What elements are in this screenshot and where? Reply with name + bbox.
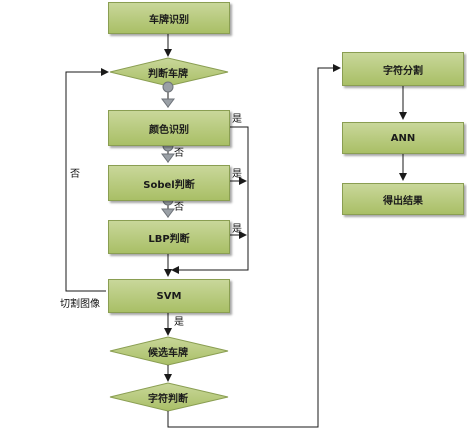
label-yes-svm: 是: [174, 317, 184, 328]
node-sobel-judge: Sobel判断: [108, 165, 230, 201]
connector-triangle: [161, 208, 175, 218]
diamond-char-judge: [109, 382, 229, 412]
node-candidate-plate: 候选车牌: [148, 347, 188, 359]
label-cut-image: 切割图像: [60, 299, 100, 310]
diamond-candidate-plate: [109, 336, 229, 366]
node-lbp-judge: LBP判断: [108, 220, 230, 254]
label-no-color: 否: [174, 148, 184, 159]
node-svm: SVM: [108, 279, 230, 313]
diamond-plate-judge: [109, 57, 229, 87]
connector-circle: [162, 81, 174, 93]
label-no-sobel: 否: [174, 202, 184, 213]
node-color-recognition: 颜色识别: [108, 110, 230, 146]
node-char-judge: 字符判断: [148, 393, 188, 405]
label-yes-color: 是: [232, 114, 242, 125]
node-get-result: 得出结果: [342, 183, 464, 215]
label-yes-lbp: 是: [232, 224, 242, 235]
label-yes-sobel: 是: [232, 169, 242, 180]
node-plate-judge: 判断车牌: [148, 68, 188, 80]
node-ann: ANN: [342, 122, 464, 154]
connector-triangle: [161, 98, 175, 108]
node-plate-recognition: 车牌识别: [108, 2, 230, 34]
connector-triangle: [161, 153, 175, 163]
node-char-segmentation: 字符分割: [342, 52, 464, 86]
label-no-loop: 否: [70, 169, 80, 180]
